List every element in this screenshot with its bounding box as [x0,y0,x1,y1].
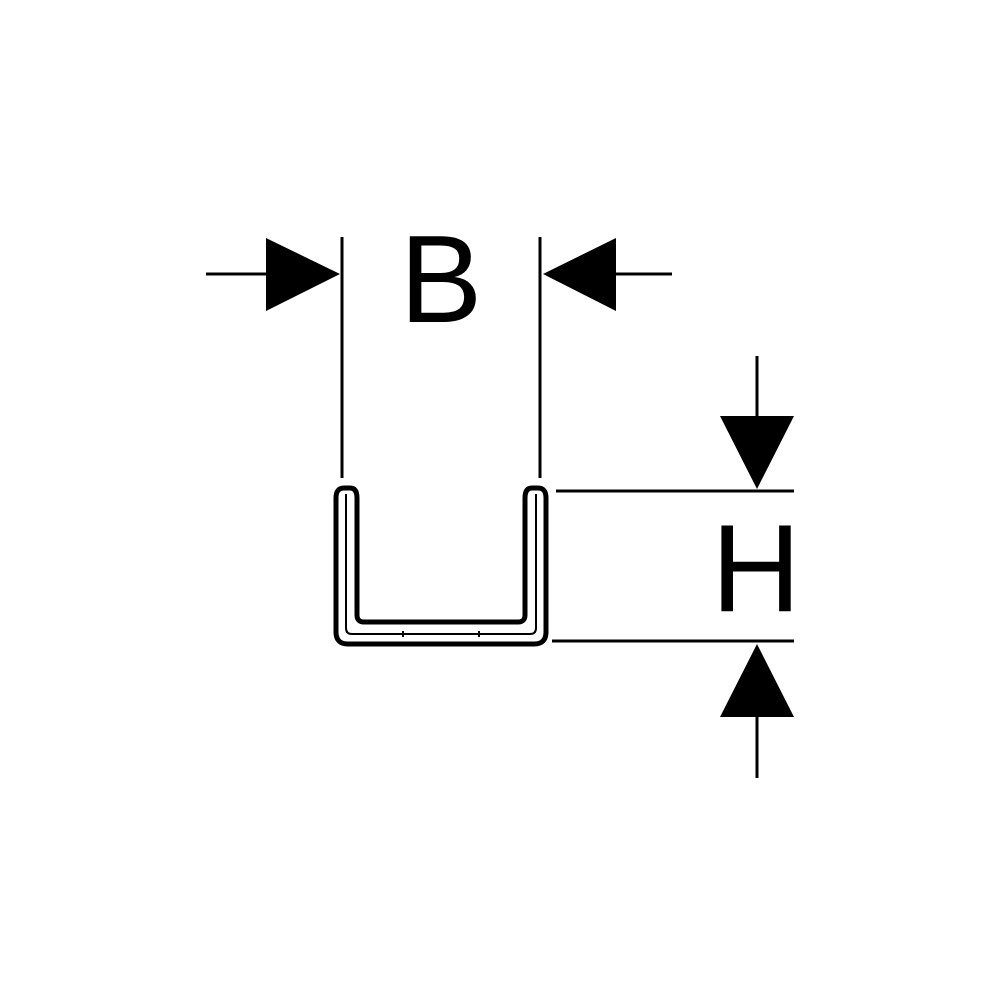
height-arrow-top-head-icon [720,416,794,489]
height-dimension: H [552,356,801,778]
height-arrow-bottom-head-icon [720,644,794,717]
width-arrow-right-head-icon [543,238,616,311]
u-channel-inner-line [345,494,537,635]
width-dimension: B [206,211,672,478]
width-label: B [400,211,483,349]
height-label: H [711,500,801,638]
width-arrow-left-head-icon [266,238,340,311]
u-channel-profile [333,485,549,647]
u-channel-outline [333,485,549,647]
